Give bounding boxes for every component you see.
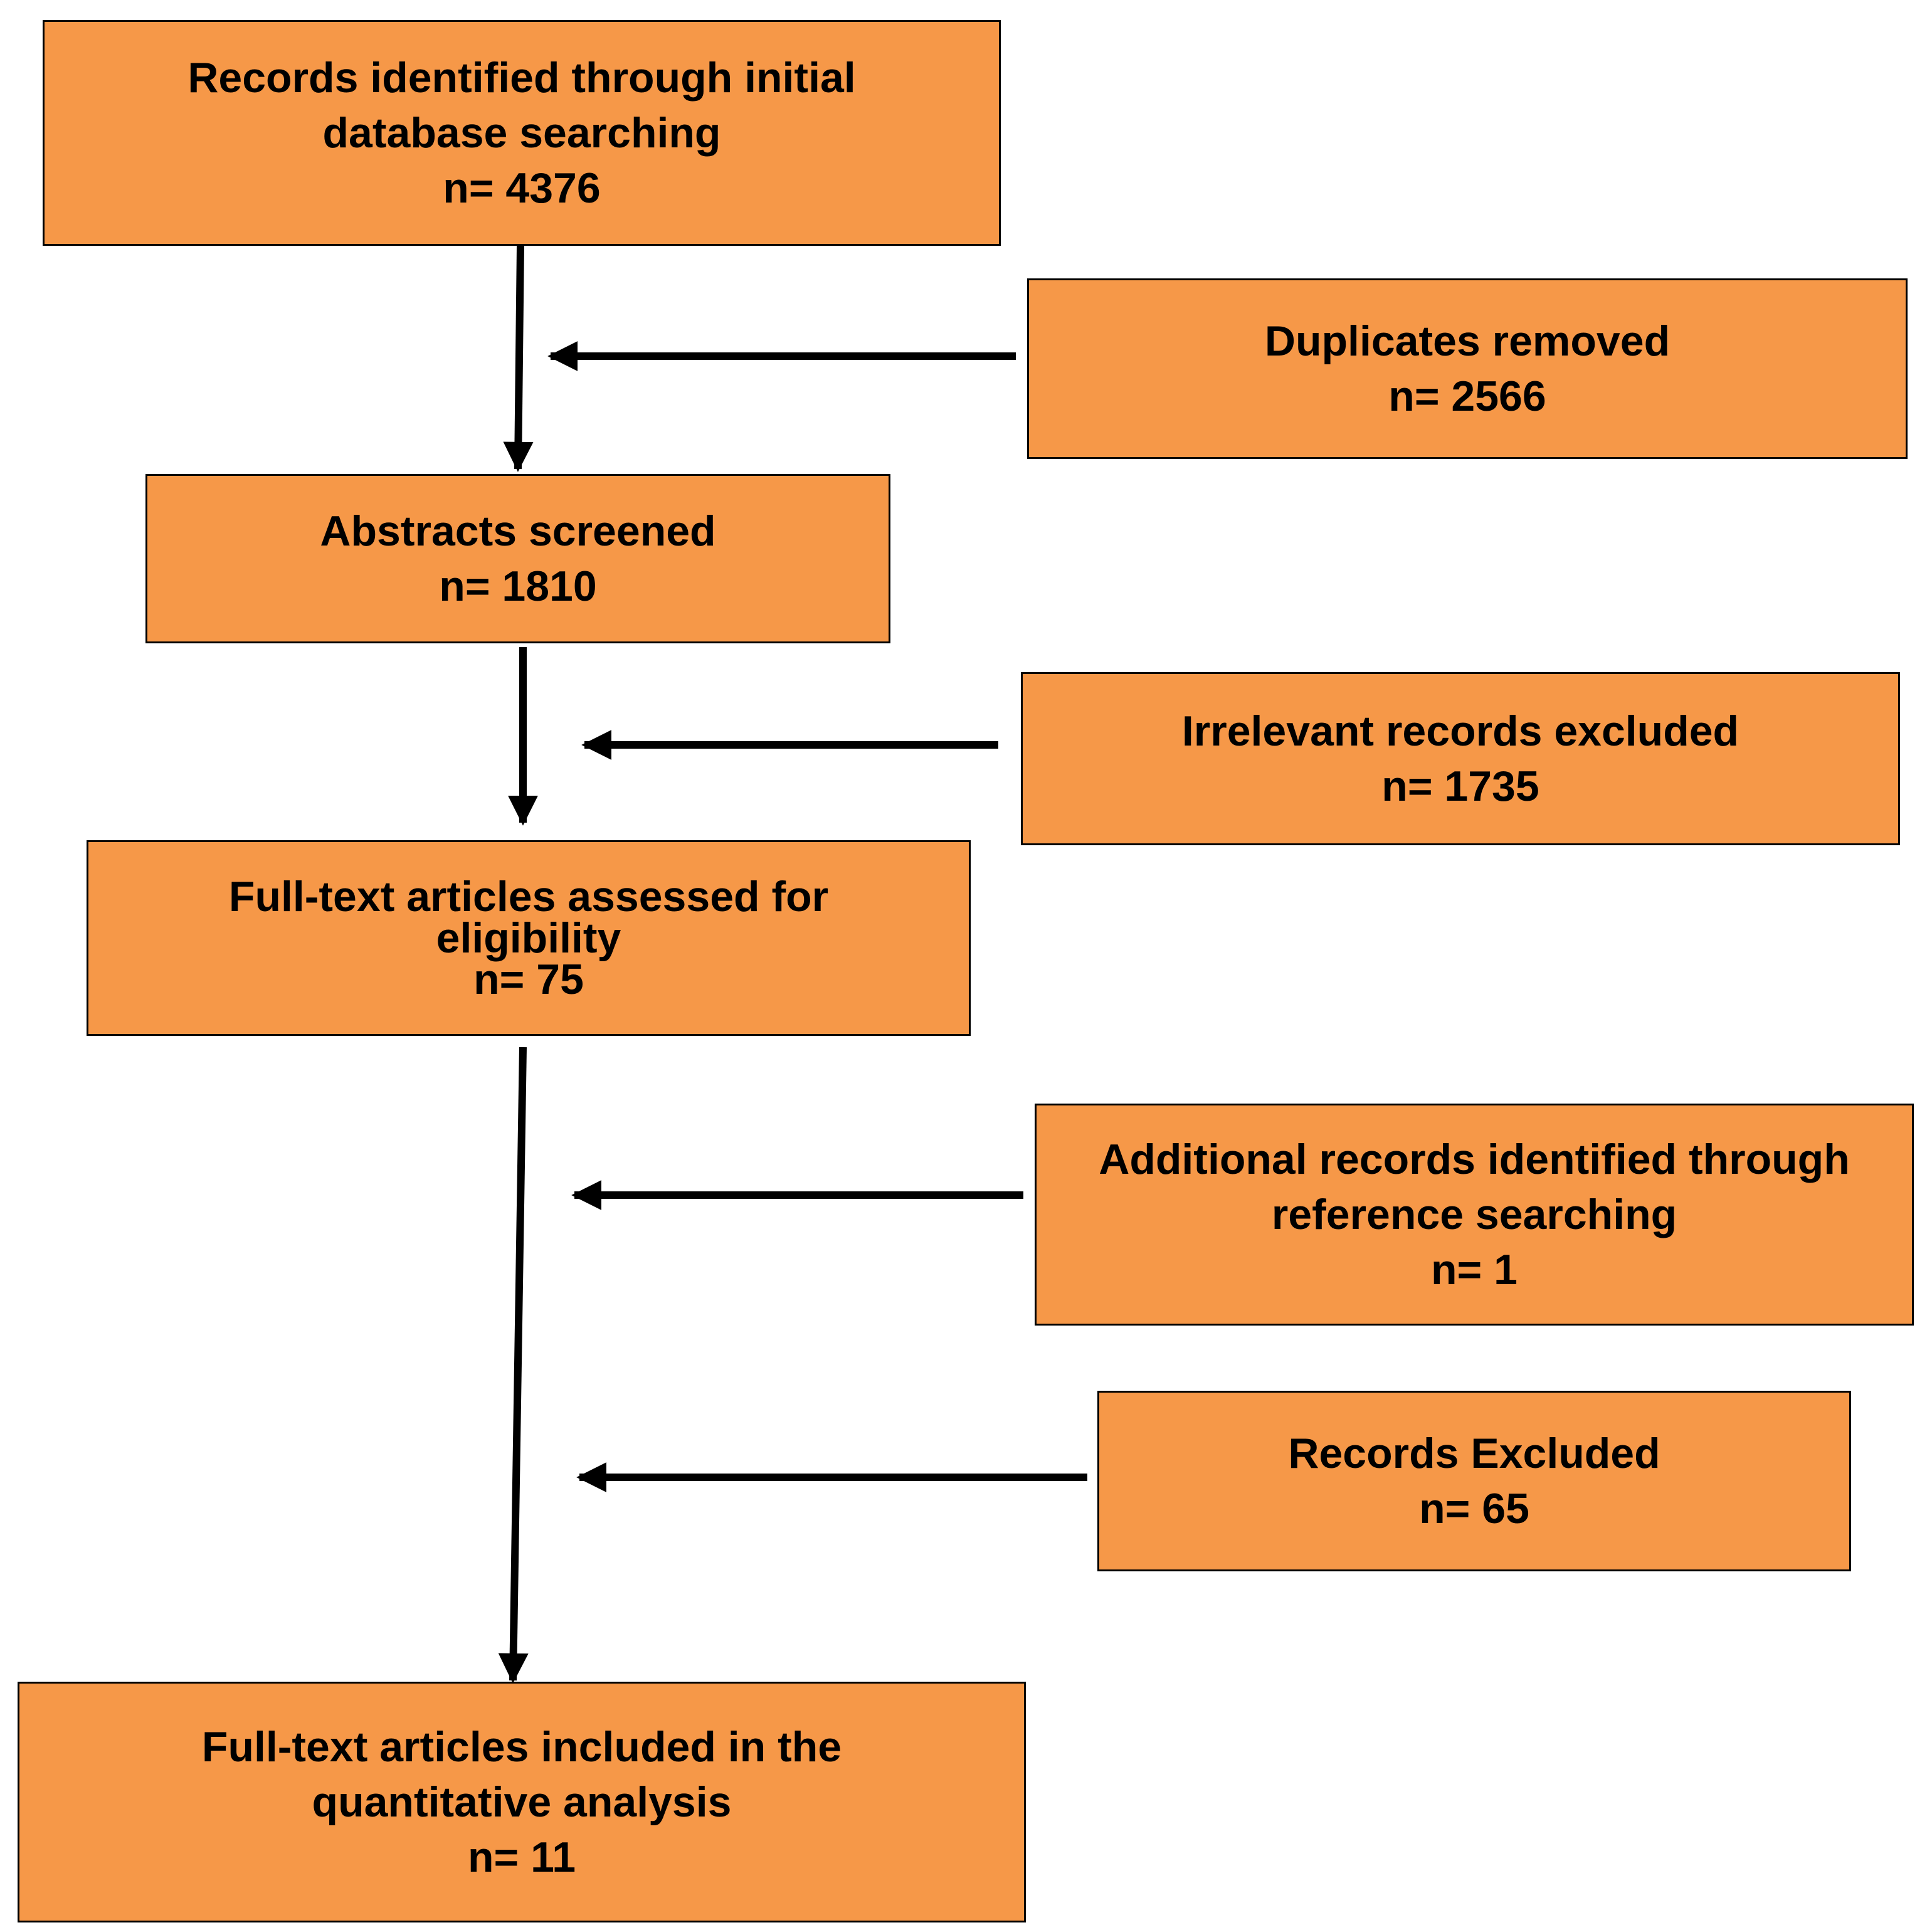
node-records-excluded-label: Records Excluded [1288, 1430, 1660, 1477]
node-initial-search-count: n= 4376 [443, 164, 601, 212]
node-full-text-assessed-line-1: Full-text articles assessed for [228, 873, 829, 920]
node-irrelevant-excluded: Irrelevant records excluded n= 1735 [1021, 672, 1900, 845]
node-included-quantitative: Full-text articles included in the quant… [18, 1682, 1026, 1922]
node-abstracts-screened-label: Abstracts screened [320, 507, 716, 555]
node-full-text-assessed-line-2: eligibility [436, 914, 621, 962]
node-irrelevant-excluded-count: n= 1735 [1381, 762, 1539, 810]
node-included-quantitative-count: n= 11 [467, 1833, 576, 1881]
node-reference-searching-count: n= 1 [1431, 1246, 1518, 1294]
node-abstracts-screened-count: n= 1810 [439, 562, 597, 610]
node-abstracts-screened: Abstracts screened n= 1810 [145, 474, 890, 643]
node-included-quantitative-line-1: Full-text articles included in the [201, 1723, 842, 1771]
node-full-text-assessed-count: n= 75 [473, 956, 584, 1003]
node-included-quantitative-line-2: quantitative analysis [312, 1778, 732, 1826]
node-full-text-assessed: Full-text articles assessed for eligibil… [87, 840, 971, 1036]
node-duplicates-removed-label: Duplicates removed [1264, 317, 1671, 365]
node-initial-search: Records identified through initial datab… [43, 20, 1001, 246]
node-irrelevant-excluded-label: Irrelevant records excluded [1181, 707, 1739, 755]
node-reference-searching: Additional records identified through re… [1035, 1104, 1914, 1326]
node-reference-searching-line-2: reference searching [1271, 1191, 1677, 1238]
node-reference-searching-line-1: Additional records identified through [1099, 1136, 1850, 1183]
node-initial-search-line-2: database searching [322, 109, 721, 157]
arrow-initial-to-abstracts [503, 245, 534, 472]
arrow-fulltext-to-included [498, 1047, 529, 1684]
node-records-excluded-count: n= 65 [1419, 1485, 1529, 1532]
node-initial-search-line-1: Records identified through initial [187, 54, 856, 102]
node-records-excluded: Records Excluded n= 65 [1097, 1391, 1851, 1571]
node-duplicates-removed: Duplicates removed n= 2566 [1027, 278, 1908, 459]
node-duplicates-removed-count: n= 2566 [1388, 372, 1546, 420]
